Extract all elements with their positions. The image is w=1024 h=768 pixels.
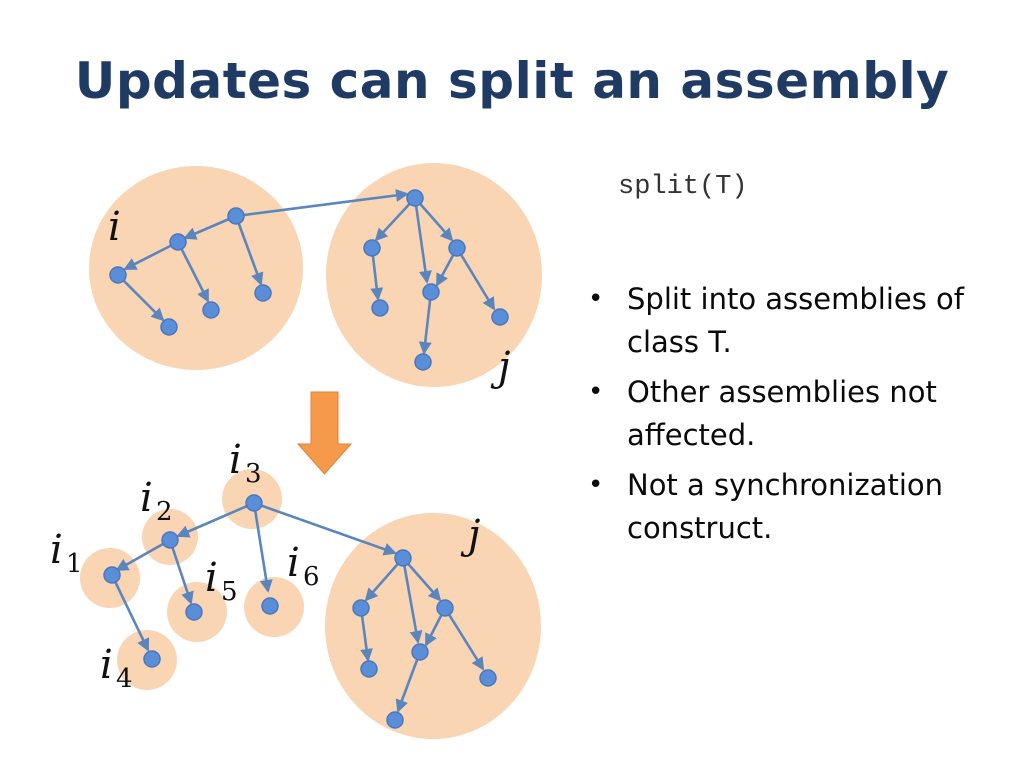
edge	[374, 197, 416, 242]
label-i3: i 3	[229, 437, 262, 489]
edge	[443, 607, 485, 671]
split-down-arrow-icon	[296, 391, 353, 475]
edge	[183, 214, 237, 240]
assembly-split-diagram: i j	[50, 163, 542, 739]
edge	[115, 538, 171, 572]
node	[109, 266, 127, 284]
label-i5: i 5	[205, 555, 238, 607]
svg-text:i: i	[100, 642, 113, 688]
node	[254, 284, 272, 302]
edge	[117, 274, 165, 322]
svg-text:i: i	[205, 555, 218, 601]
node	[371, 299, 389, 317]
bullet-text: Other assemblies not affected.	[627, 375, 937, 452]
label-i1: i 1	[50, 527, 83, 579]
assembly-j-blob	[326, 163, 542, 387]
edge	[401, 557, 423, 644]
node	[386, 711, 404, 729]
node	[261, 597, 279, 615]
label-i6: i 6	[287, 540, 320, 592]
bullet-dot-icon: •	[588, 284, 604, 314]
svg-text:i: i	[287, 540, 300, 586]
edge	[418, 291, 433, 355]
bullet-text: Split into assemblies of class T.	[627, 282, 965, 359]
node	[363, 239, 381, 257]
edge	[395, 651, 422, 713]
label-i: i	[108, 204, 121, 250]
svg-text:i: i	[50, 527, 63, 573]
node	[143, 650, 161, 668]
after-split-group: i 3 i 2 i 1 i 5 i 6 i 4 j	[50, 437, 541, 739]
bullet-dot-icon: •	[588, 470, 604, 500]
svg-text:6: 6	[303, 562, 320, 592]
node	[161, 531, 179, 549]
svg-text:i: i	[140, 475, 153, 521]
code-split-call: split(T)	[618, 172, 748, 202]
edge	[176, 501, 255, 538]
node	[436, 599, 454, 617]
edge	[123, 240, 179, 271]
node	[103, 566, 121, 584]
node	[414, 353, 432, 371]
bullet-item: • Split into assemblies of class T.	[588, 278, 1008, 364]
bullet-item: • Other assemblies not affected.	[588, 371, 1008, 457]
node	[227, 207, 245, 225]
node	[360, 660, 378, 678]
edge	[364, 557, 404, 602]
node	[491, 308, 509, 326]
edge	[414, 197, 454, 242]
bullet-text: Not a synchronization construct.	[627, 468, 943, 545]
node	[160, 318, 178, 336]
slide-title: Updates can split an assembly	[74, 52, 950, 110]
svg-text:3: 3	[245, 459, 262, 489]
node	[479, 669, 497, 687]
label-i2: i 2	[140, 475, 173, 527]
bullet-dot-icon: •	[588, 377, 604, 407]
bullet-item: • Not a synchronization construct.	[588, 464, 1008, 550]
svg-text:1: 1	[66, 549, 83, 579]
edge	[253, 501, 397, 556]
node	[394, 549, 412, 567]
edge	[455, 247, 496, 311]
edge	[413, 197, 432, 284]
assembly-i-blob	[89, 166, 303, 370]
node	[185, 603, 203, 621]
node	[245, 494, 263, 512]
before-split-group: i j	[89, 163, 542, 390]
edge	[176, 241, 210, 303]
node	[422, 283, 440, 301]
edge	[402, 557, 442, 602]
svg-text:i: i	[229, 437, 242, 483]
node	[202, 301, 220, 319]
label-i4: i 4	[100, 642, 133, 694]
edge	[168, 539, 194, 605]
svg-text:5: 5	[221, 577, 238, 607]
svg-text:2: 2	[156, 497, 173, 527]
bullet-list: • Split into assemblies of class T. • Othe…	[588, 278, 1008, 557]
edge	[252, 502, 273, 593]
node	[352, 599, 370, 617]
edge	[110, 574, 150, 652]
assembly-j-blob	[325, 513, 541, 739]
edge	[235, 188, 409, 218]
node	[406, 189, 424, 207]
svg-text:4: 4	[116, 664, 133, 694]
edge	[234, 215, 264, 286]
node	[169, 233, 187, 251]
node	[448, 239, 466, 257]
node	[411, 643, 429, 661]
